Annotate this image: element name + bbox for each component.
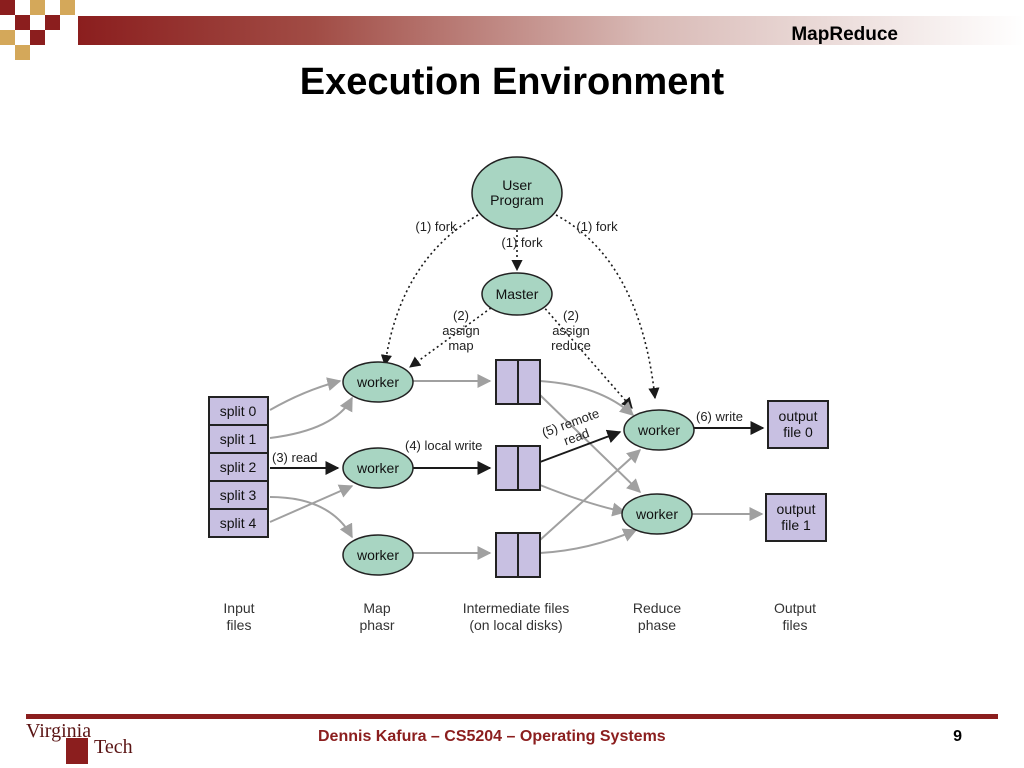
stage-input-label-1: Input xyxy=(223,600,254,616)
map-worker-2 xyxy=(342,447,414,489)
local-write-label: (4) local write xyxy=(405,438,482,453)
reduce-worker-1-label: worker xyxy=(637,422,680,438)
footer-divider xyxy=(26,714,998,719)
reduce-worker-1 xyxy=(623,409,695,451)
stage-input-label-2: files xyxy=(227,617,252,633)
read-arrow-split4 xyxy=(269,484,354,523)
read-arrow-split0 xyxy=(269,377,342,411)
assign-map-label-3: map xyxy=(448,338,473,353)
virginia-tech-logo: Virginia Tech xyxy=(26,720,136,764)
output-file-0-label-2: file 0 xyxy=(783,424,813,440)
master-node xyxy=(481,272,553,316)
stage-reduce-label-2: phase xyxy=(638,617,676,633)
intermediate-file-3a xyxy=(495,532,519,578)
stage-intermediate-label-2: (on local disks) xyxy=(469,617,562,633)
assign-reduce-label-3: reduce xyxy=(551,338,591,353)
map-worker-1 xyxy=(342,361,414,403)
remote-read-arrow xyxy=(539,429,622,463)
fork-left-label: (1) fork xyxy=(415,219,457,234)
assign-reduce-label-2: assign xyxy=(552,323,590,338)
read-arrow-split1 xyxy=(269,396,353,439)
footer-text: Dennis Kafura – CS5204 – Operating Syste… xyxy=(318,728,666,745)
reduce-worker-2 xyxy=(621,493,693,535)
remote-read-arrow-c xyxy=(539,484,627,517)
read-label: (3) read xyxy=(272,450,318,465)
section-title: MapReduce xyxy=(791,24,898,45)
output-file-0-label-1: output xyxy=(779,408,818,424)
assign-map-label-2: assign xyxy=(442,323,480,338)
split-3-label: split 3 xyxy=(220,487,257,503)
header-band xyxy=(78,16,1024,45)
fork-middle-label: (1) fork xyxy=(501,235,543,250)
map-worker-3-label: worker xyxy=(356,547,399,563)
page-number: 9 xyxy=(953,728,962,745)
read-arrow-split3 xyxy=(269,496,353,539)
stage-output-label-2: files xyxy=(783,617,808,633)
assign-reduce-arrow xyxy=(541,304,633,409)
map-worker-3 xyxy=(342,534,414,576)
split-2-label: split 2 xyxy=(220,459,257,475)
stage-output-label-1: Output xyxy=(774,600,816,616)
user-program-label-2: Program xyxy=(490,192,544,208)
intermediate-file-1a xyxy=(495,359,519,405)
input-split-2 xyxy=(208,452,269,482)
output-file-1-label-1: output xyxy=(777,501,816,517)
stage-reduce-label-1: Reduce xyxy=(633,600,681,616)
fork-arrow-right xyxy=(555,214,660,400)
reduce-worker-2-label: worker xyxy=(635,506,678,522)
output-file-1 xyxy=(765,493,827,542)
output-file-1-label-2: file 1 xyxy=(781,517,811,533)
output-file-0 xyxy=(767,400,829,449)
split-0-label: split 0 xyxy=(220,403,257,419)
intermediate-file-2a xyxy=(495,445,519,491)
intermediate-file-1b xyxy=(517,359,541,405)
intermediate-file-2b xyxy=(517,445,541,491)
split-1-label: split 1 xyxy=(220,431,257,447)
write-label: (6) write xyxy=(696,409,743,424)
remote-read-arrow-d xyxy=(539,449,642,541)
assign-reduce-label-1: (2) xyxy=(563,308,579,323)
map-worker-2-label: worker xyxy=(356,460,399,476)
corner-decoration xyxy=(0,0,75,60)
user-program-label-1: User xyxy=(502,177,532,193)
stage-intermediate-label-1: Intermediate files xyxy=(463,600,570,616)
split-4-label: split 4 xyxy=(220,515,257,531)
user-program-node xyxy=(471,156,563,230)
assign-map-label-1: (2) xyxy=(453,308,469,323)
mapreduce-diagram: User Program Master worker worker worker… xyxy=(208,156,829,633)
remote-read-arrow-a xyxy=(539,380,635,416)
stage-map-label-1: Map xyxy=(363,600,390,616)
master-label: Master xyxy=(496,286,539,302)
slide-title: Execution Environment xyxy=(299,61,725,103)
fork-right-label: (1) fork xyxy=(576,219,618,234)
map-worker-1-label: worker xyxy=(356,374,399,390)
fork-arrow-left xyxy=(380,214,479,367)
remote-read-arrow-e xyxy=(539,528,638,554)
input-split-1 xyxy=(208,424,269,454)
input-split-4 xyxy=(208,508,269,538)
stage-map-label-2: phasr xyxy=(359,617,394,633)
intermediate-file-3b xyxy=(517,532,541,578)
